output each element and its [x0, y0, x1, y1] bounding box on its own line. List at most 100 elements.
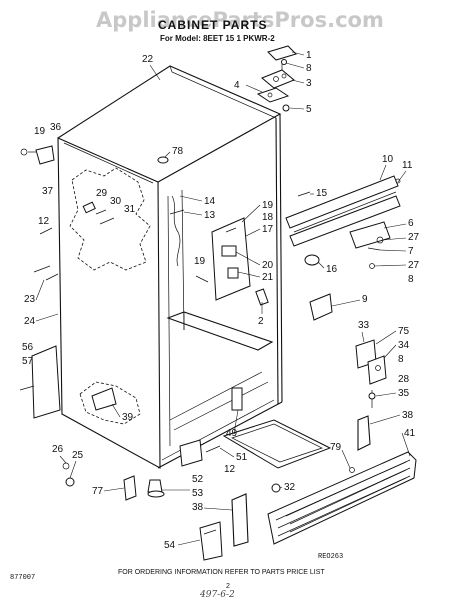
left-lower-panel [31, 345, 61, 419]
callout-29: 29 [96, 188, 108, 199]
callout-54: 54 [164, 540, 176, 551]
lower-hinge-assembly [355, 339, 387, 408]
callout-25: 25 [72, 450, 84, 461]
callout-19b: 19 [262, 200, 274, 211]
callout-75: 75 [398, 326, 410, 337]
screw-15 [297, 191, 311, 197]
callout-15: 15 [316, 188, 328, 199]
callout-39: 39 [122, 412, 134, 423]
callout-1: 1 [306, 50, 312, 61]
callout-28: 28 [398, 374, 410, 385]
callout-78: 78 [172, 146, 184, 157]
drain-pan [222, 419, 332, 469]
bracket-38-lower [231, 493, 249, 547]
callout-14: 14 [204, 196, 216, 207]
screw-51 [205, 445, 221, 453]
right-bracket [349, 221, 391, 249]
bushing-32 [271, 483, 281, 493]
callout-18: 18 [262, 212, 274, 223]
side-lower-cutout [79, 381, 141, 425]
callout-49: 49 [226, 428, 238, 439]
callout-30: 30 [110, 196, 122, 207]
callout-38b: 38 [192, 502, 204, 513]
callout-37: 37 [42, 186, 54, 197]
callout-27: 27 [408, 232, 420, 243]
callout-27b: 27 [408, 260, 420, 271]
callout-12: 12 [38, 216, 50, 227]
leader-lines [35, 51, 411, 546]
cabinet-plug [157, 156, 169, 164]
part-16 [304, 254, 320, 266]
callout-53: 53 [192, 488, 204, 499]
callout-31: 31 [124, 204, 136, 215]
part-2 [255, 288, 269, 306]
part-39 [91, 387, 117, 411]
left-hinge-part [20, 145, 55, 165]
control-bracket [211, 217, 251, 301]
part-51 [179, 439, 203, 467]
callouts: 1 8 3 4 5 22 19 36 78 37 14 13 29 30 31 … [22, 50, 420, 551]
handwritten-note: 497-6-2 [199, 590, 235, 600]
callout-11: 11 [402, 160, 413, 171]
ordering-note: FOR ORDERING INFORMATION REFER TO PARTS … [118, 569, 325, 576]
model-line: For Model: 8EET 15 1 PKWR-2 [160, 34, 275, 43]
wire-14 [171, 195, 181, 267]
screw-23 [33, 265, 51, 273]
callout-33: 33 [358, 320, 370, 331]
side-insulation-cutout [69, 167, 151, 271]
callout-26: 26 [52, 444, 64, 455]
bracket-29 [82, 201, 96, 214]
screw-31 [99, 217, 115, 225]
part-49 [231, 387, 243, 411]
callout-4: 4 [234, 80, 240, 91]
callout-77: 77 [92, 486, 104, 497]
callout-3: 3 [306, 78, 312, 89]
callout-8: 8 [306, 63, 312, 74]
callout-13: 13 [204, 210, 216, 221]
callout-20: 20 [262, 260, 274, 271]
callout-51: 51 [236, 452, 248, 463]
doc-code: 877007 [10, 574, 35, 582]
callout-12b: 12 [224, 464, 236, 475]
page-number: 2 [226, 583, 230, 590]
callout-21: 21 [262, 272, 274, 283]
callout-2: 2 [258, 316, 264, 327]
bracket-38 [357, 415, 371, 451]
callout-9: 9 [362, 294, 368, 305]
part-77 [123, 475, 137, 501]
rail-assembly [285, 175, 401, 247]
callout-19: 19 [34, 126, 46, 137]
callout-5: 5 [306, 104, 312, 115]
washer-25 [65, 477, 75, 487]
callout-24: 24 [24, 316, 36, 327]
part-9 [309, 293, 333, 321]
callout-41: 41 [404, 428, 416, 439]
callout-6: 6 [408, 218, 414, 229]
leveling-leg [147, 479, 163, 493]
top-hinge-assembly [256, 45, 297, 112]
screw-23b [45, 273, 59, 281]
callout-22: 22 [142, 54, 154, 65]
callout-8b: 8 [408, 274, 414, 285]
screw-19 [195, 275, 209, 283]
callout-36: 36 [50, 122, 62, 133]
part-54 [199, 521, 223, 561]
callout-79: 79 [330, 442, 342, 453]
callout-17: 17 [262, 224, 274, 235]
watermark: AppliancePartsPros.com [96, 8, 384, 32]
screw-13 [169, 209, 185, 215]
screw-12 [39, 227, 53, 235]
drawing-code: REO263 [318, 553, 343, 561]
callout-10: 10 [382, 154, 394, 165]
callout-35: 35 [398, 388, 410, 399]
callout-57: 57 [22, 356, 34, 367]
callout-7: 7 [408, 246, 414, 257]
callout-19c: 19 [194, 256, 206, 267]
toe-grille [267, 451, 417, 545]
screw-26 [62, 462, 70, 470]
callout-16: 16 [326, 264, 338, 275]
callout-52: 52 [192, 474, 204, 485]
screw-30 [95, 209, 107, 215]
part-79 [349, 467, 355, 473]
